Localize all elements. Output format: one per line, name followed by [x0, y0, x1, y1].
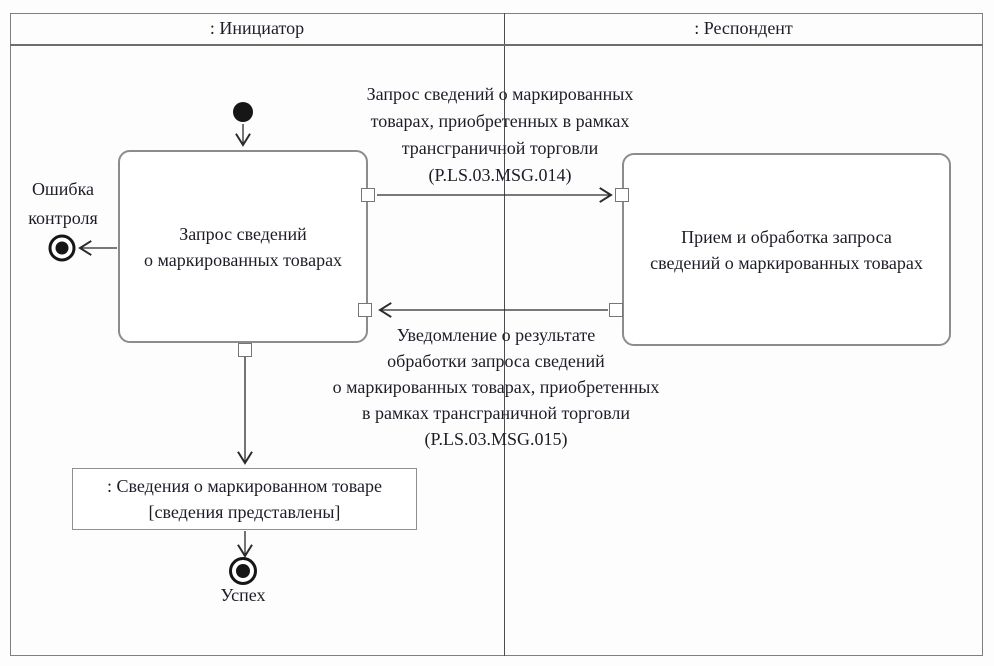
output-pin-request-icon — [361, 188, 375, 202]
output-pin-object-icon — [238, 343, 252, 357]
activity-node-process-label: Прием и обработка запроса сведений о мар… — [650, 226, 923, 273]
activity-node-process: Прием и обработка запроса сведений о мар… — [622, 153, 951, 346]
initial-node-icon — [233, 102, 253, 122]
message-label-request: Запрос сведений о маркированных товарах,… — [366, 84, 634, 185]
activity-final-error-icon — [48, 234, 76, 262]
lane-divider — [504, 13, 505, 656]
output-pin-response-icon — [609, 303, 623, 317]
lane-header-initiator: : Инициатор — [209, 18, 305, 38]
diagram-frame — [10, 13, 983, 656]
lane-header-row: : Инициатор : Респондент — [10, 13, 983, 46]
activity-node-request: Запрос сведений о маркированных товарах — [118, 150, 368, 343]
message-label-response: Уведомление о результате обработки запро… — [332, 325, 660, 449]
error-final-label: Ошибка контроля — [28, 179, 98, 228]
success-final-label: Успех — [220, 585, 266, 605]
activity-node-request-label: Запрос сведений о маркированных товарах — [143, 223, 343, 270]
lane-header-respondent: : Респондент — [694, 18, 793, 38]
activity-final-success-icon — [229, 557, 257, 585]
input-pin-request-icon — [615, 188, 629, 202]
object-node-label: : Сведения о маркированном товаре [сведе… — [107, 476, 382, 522]
input-pin-response-icon — [358, 303, 372, 317]
object-node-marked-goods: : Сведения о маркированном товаре [сведе… — [72, 468, 417, 530]
